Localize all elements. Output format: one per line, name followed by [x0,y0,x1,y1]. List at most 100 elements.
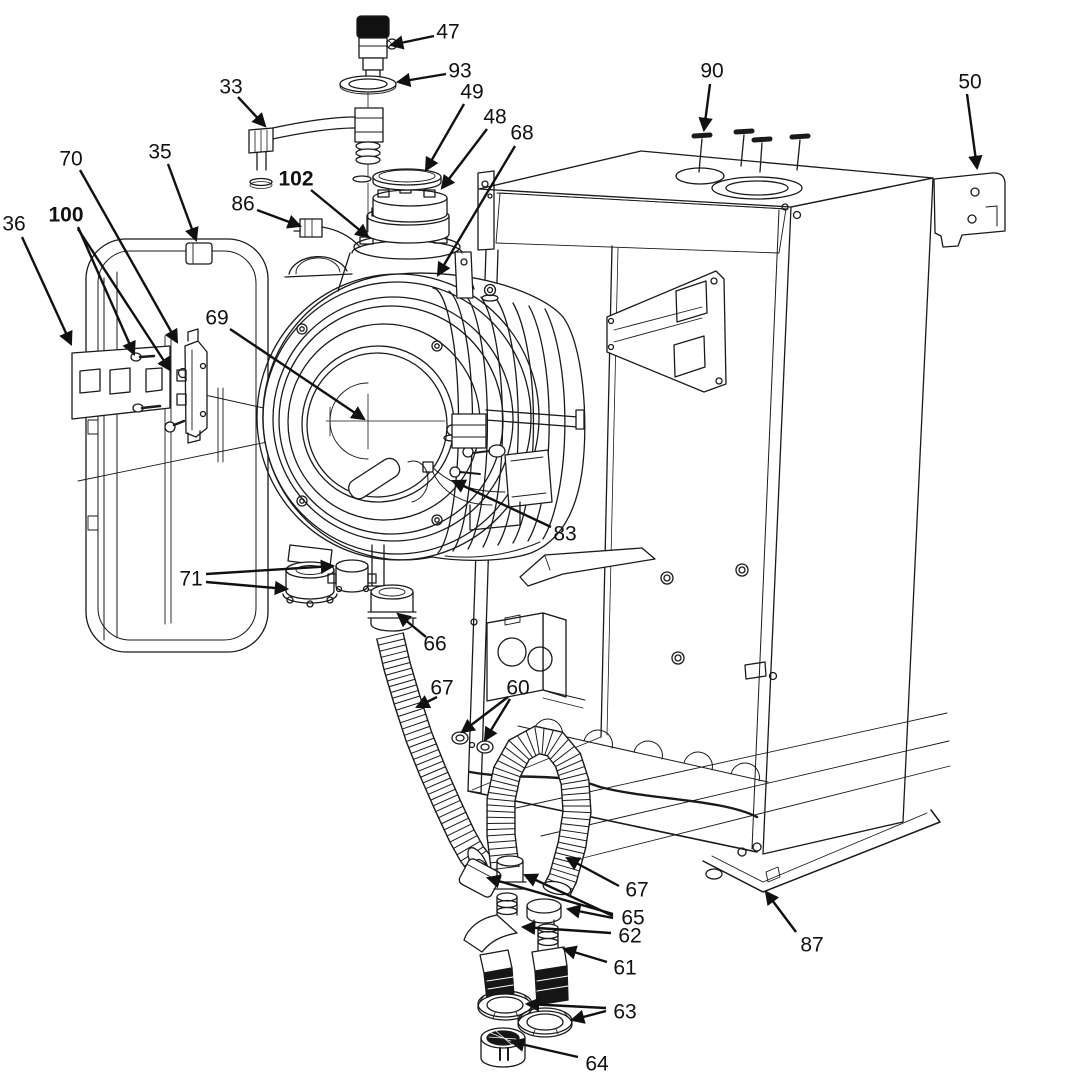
callout-arrow [451,479,552,529]
band-clamp [451,409,585,449]
callout-67: 67 [415,677,454,709]
collar-ring-48 [372,186,448,223]
part-number-label: 69 [205,307,228,330]
callout-68: 68 [436,122,534,277]
callout-65: 65 [485,873,645,930]
callout-arrow [440,128,488,190]
part-number-label: 86 [231,193,254,216]
callout-arrow [237,96,267,128]
callout-63: 63 [524,997,637,1024]
callout-arrow [524,997,607,1012]
callout-47: 47 [388,21,460,50]
callout-66: 66 [396,612,447,656]
door-outer-gasket [85,238,269,653]
door-panel-assembly [71,238,269,653]
callout-50: 50 [958,71,983,171]
mounting-bracket-plate [71,345,171,420]
part-number-label: 62 [618,925,641,948]
door-clip [185,242,213,265]
callout-arrow [310,189,370,239]
fitting-65b [493,855,527,890]
callout-48: 48 [440,106,507,190]
callout-arrow [764,890,797,933]
callout-arrow [78,169,179,344]
part-number-label: 70 [59,148,82,171]
callout-arrow [76,228,172,372]
part-number-label: 65 [621,907,644,930]
callout-arrow [569,1009,607,1024]
part-number-label: 67 [625,879,648,902]
callout-arrow [520,920,612,936]
part-number-label: 60 [506,677,529,700]
bottom-fittings-cluster [451,731,573,1068]
cabinet-top-screws [691,128,811,173]
callout-arrow [424,103,466,172]
lock-nut-63b [517,1007,573,1038]
cabinet-right-wall [762,177,934,855]
callout-arrow [229,328,366,421]
back-wall-nuts [660,563,749,665]
air-valve-47 [356,15,398,79]
drain-hose-67a [376,632,491,872]
callout-arrow [565,904,614,920]
callout-86: 86 [231,193,303,229]
callout-arrow [965,93,983,171]
callout-33: 33 [219,76,267,128]
callout-61: 61 [561,945,637,980]
part-number-label: 36 [2,213,25,236]
shelf-bracket [519,547,656,587]
callout-arrow [205,559,336,576]
gasket-93 [339,75,397,95]
callout-arrow [523,873,614,918]
callout-arrow [415,695,438,709]
part-number-label: 63 [613,1001,636,1024]
part-number-label: 90 [700,60,723,83]
flange-fitting-71b [327,559,377,593]
callout-arrow [388,34,435,50]
callout-62: 62 [520,920,642,948]
callout-arrow [256,208,303,229]
part-number-label: 64 [585,1053,609,1076]
part-number-label: 66 [423,633,446,656]
part-number-label: 49 [460,81,483,104]
base-plate [702,809,941,893]
drum-bolts [296,323,443,526]
callout-71: 71 [179,559,336,596]
callout-102: 102 [278,168,370,239]
top-vent-hole-large [711,176,803,200]
cabinet-top-face [478,150,934,208]
grommet-60b [476,740,494,754]
part-number-label: 68 [510,122,533,145]
callout-arrow [436,145,517,277]
part-number-label: 50 [958,71,981,94]
callout-arrow [483,698,512,742]
top-disc-49 [372,168,442,191]
wall-bracket [933,172,1006,248]
callout-arrow [698,83,713,133]
coupling-66 [367,584,417,632]
part-number-label: 93 [448,60,471,83]
corrugated-hoses [376,632,592,897]
callout-arrow [396,612,427,638]
strainer-cap-64 [480,1027,526,1068]
interior-mounting-plate [606,270,727,393]
drain-fittings [282,559,417,632]
junction-box [486,612,586,709]
callout-arrow [565,856,620,888]
pipe-33 [248,107,384,189]
sensor-probe [348,457,429,503]
part-number-label: 83 [553,523,576,546]
callout-arrow [509,1037,579,1059]
part-number-label: 48 [483,106,506,129]
plug-86 [293,218,361,248]
part-number-label: 33 [219,76,242,99]
callout-67: 67 [565,856,649,902]
callout-arrow [20,236,73,346]
callout-49: 49 [424,81,484,172]
elbow-62 [463,892,518,1001]
part-number-label: 67 [430,677,453,700]
callout-35: 35 [148,141,199,243]
callout-100: 100 [48,204,172,372]
